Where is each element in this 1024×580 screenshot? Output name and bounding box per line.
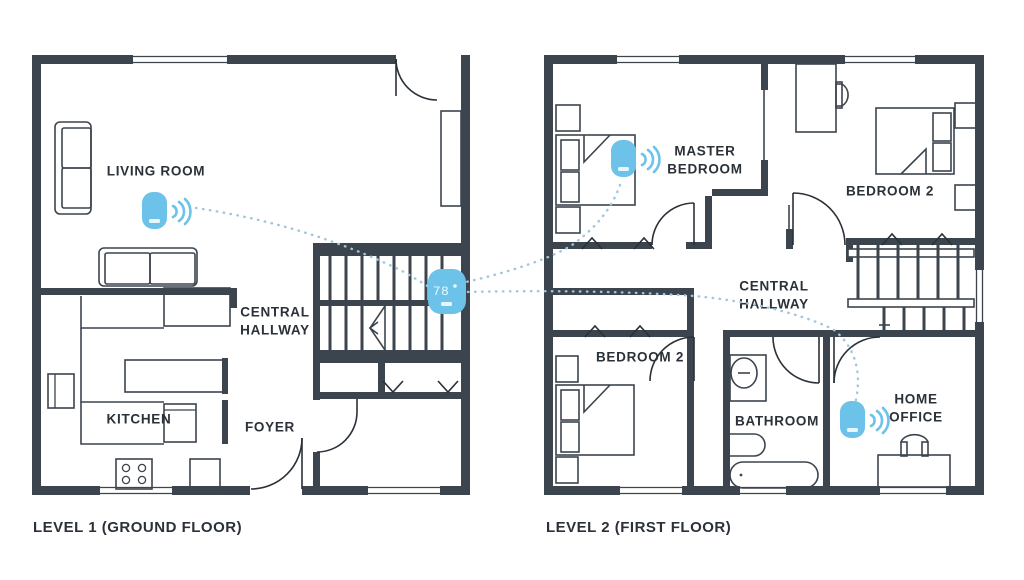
level-2-group: MASTER BEDROOM BEDROOM 2 CENTRAL HALLWAY… [464, 55, 984, 536]
signal-link-master-to-thermostat [464, 183, 622, 284]
room-label-central-hallway-line2: HALLWAY [240, 323, 310, 338]
level-1-labels: LIVING ROOM CENTRAL HALLWAY KITCHEN FOYE… [107, 164, 310, 435]
level-2-furniture-desk [795, 63, 849, 133]
level-2-staircase [847, 245, 975, 336]
thermostat-reading: 78 [433, 284, 450, 299]
room-label-master-bedroom-line2: BEDROOM [667, 162, 742, 177]
device-home-office-sensor[interactable] [840, 401, 890, 438]
level-1-doors [250, 58, 459, 490]
level-2-title: LEVEL 2 (FIRST FLOOR) [546, 519, 731, 536]
room-label-kitchen: KITCHEN [107, 412, 172, 427]
room-label-central-hallway: CENTRAL [240, 305, 309, 320]
level-1-walls [32, 55, 470, 495]
room-label-home-office-line2: OFFICE [889, 410, 943, 425]
room-label-master-bedroom: MASTER [674, 144, 735, 159]
level-1-furniture [47, 110, 462, 490]
level-2-furniture-bedroom2-lower [555, 355, 635, 484]
room-label-bathroom: BATHROOM [735, 414, 819, 429]
level-2-doors [581, 192, 953, 384]
level-1-title: LEVEL 1 (GROUND FLOOR) [33, 519, 242, 536]
signal-link-living-to-thermostat [194, 206, 432, 290]
room-label-central-hallway-l2-line2: HALLWAY [739, 297, 809, 312]
level-2-furniture-bedroom2-upper [875, 102, 978, 211]
room-label-living-room: LIVING ROOM [107, 164, 205, 179]
device-hallway-thermostat[interactable]: 78 [428, 269, 466, 314]
room-label-central-hallway-l2: CENTRAL [739, 279, 808, 294]
room-label-bedroom-2-upper: BEDROOM 2 [846, 184, 934, 199]
level-2-labels: MASTER BEDROOM BEDROOM 2 CENTRAL HALLWAY… [596, 144, 943, 429]
device-master-bedroom-sensor[interactable] [611, 140, 661, 177]
level-2-furniture-master-bedroom [555, 104, 636, 234]
signal-link-office-to-thermostat [464, 290, 860, 402]
room-label-foyer: FOYER [245, 420, 295, 435]
room-label-bedroom-2-lower: BEDROOM 2 [596, 350, 684, 365]
level-1-group: LIVING ROOM CENTRAL HALLWAY KITCHEN FOYE… [32, 55, 470, 536]
level-2-furniture-home-office [877, 433, 951, 488]
device-living-room-sensor[interactable] [142, 192, 192, 229]
level-2-furniture-bathroom [729, 354, 819, 489]
room-label-home-office: HOME [894, 392, 937, 407]
